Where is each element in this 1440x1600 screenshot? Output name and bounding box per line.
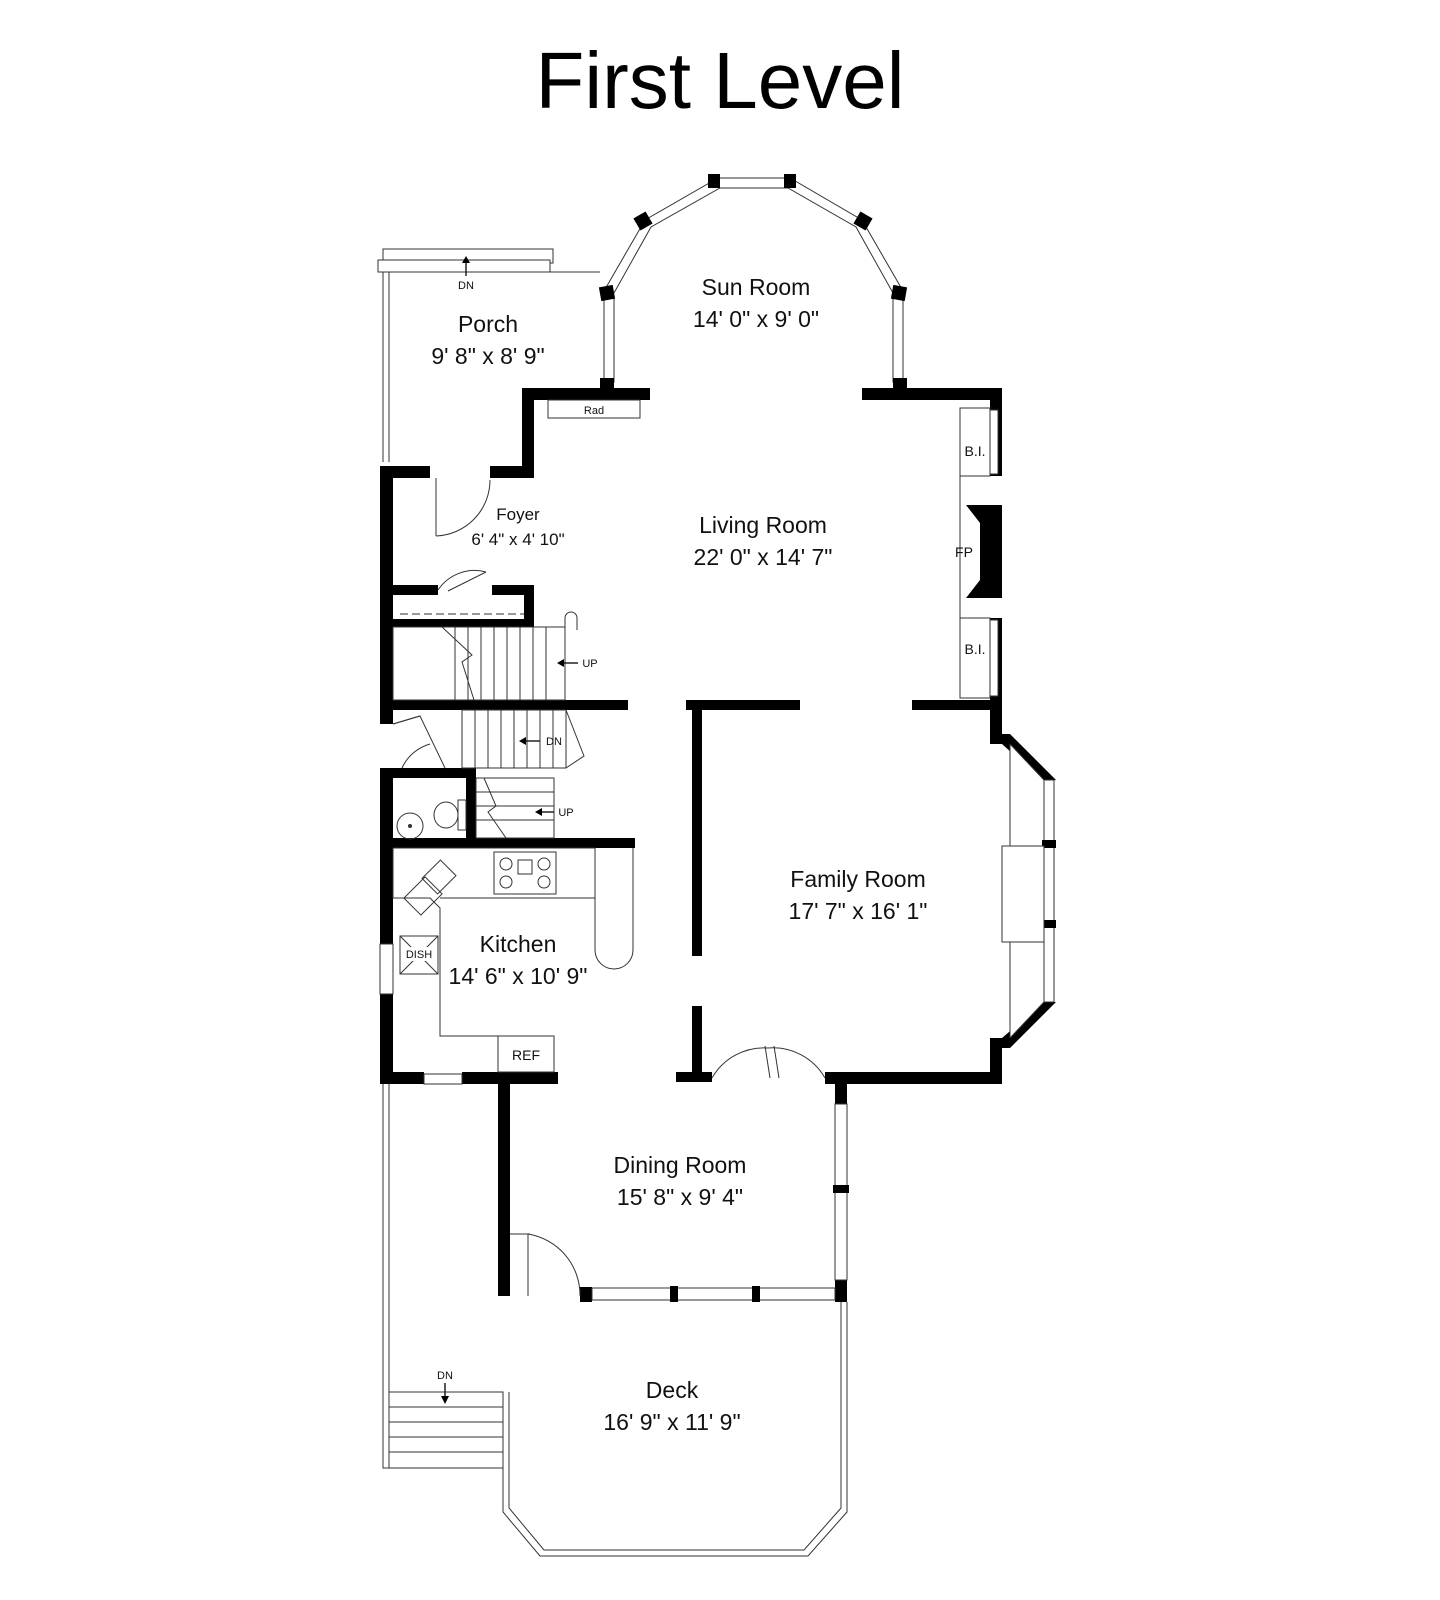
family-room-bay-window bbox=[1001, 743, 1056, 1039]
sink-icon bbox=[396, 812, 424, 840]
kitchen-sink-icon bbox=[403, 859, 457, 916]
living-room-dims: 22' 0" x 14' 7" bbox=[694, 544, 833, 570]
powder-room-fixtures bbox=[396, 799, 467, 840]
stair-up-label-2: UP bbox=[558, 807, 573, 819]
stair-down-arrow bbox=[519, 737, 540, 745]
kitchen-name: Kitchen bbox=[480, 931, 557, 957]
deck-stair-label: DN bbox=[437, 1370, 453, 1382]
dining-room-dims: 15' 8" x 9' 4" bbox=[617, 1184, 743, 1210]
refrigerator-label: REF bbox=[512, 1047, 540, 1063]
foyer-name: Foyer bbox=[496, 505, 540, 524]
plan-title: First Level bbox=[536, 36, 905, 125]
deck-down-arrow bbox=[441, 1383, 449, 1404]
deck-dims: 16' 9" x 11' 9" bbox=[603, 1409, 740, 1435]
toilet-icon bbox=[433, 801, 459, 829]
stairs: UP DN UP bbox=[392, 611, 598, 839]
family-room-name: Family Room bbox=[790, 866, 925, 892]
builtin-label-top: B.I. bbox=[964, 443, 985, 459]
kitchen-dims: 14' 6" x 10' 9" bbox=[449, 963, 588, 989]
refrigerator: REF bbox=[497, 1035, 555, 1073]
kitchen-fixtures: DISH REF bbox=[392, 847, 634, 1073]
porch-area: DN bbox=[377, 248, 600, 462]
builtin-label-bottom: B.I. bbox=[964, 641, 985, 657]
deck-area: DN bbox=[382, 1084, 848, 1557]
radiator: Rad bbox=[547, 399, 641, 419]
dining-room-name: Dining Room bbox=[614, 1152, 747, 1178]
doors bbox=[392, 478, 826, 1297]
stair-up-label-1: UP bbox=[582, 658, 597, 670]
deck-name: Deck bbox=[646, 1377, 699, 1403]
fireplace: FP bbox=[955, 505, 1002, 598]
room-labels: Sun Room 14' 0" x 9' 0" Porch 9' 8" x 8'… bbox=[431, 274, 927, 1435]
porch-stair-label: DN bbox=[458, 280, 474, 292]
cooktop-icon bbox=[493, 851, 557, 895]
dishwasher-label: DISH bbox=[406, 949, 432, 961]
dishwasher: DISH bbox=[399, 935, 439, 975]
sun-room-dims: 14' 0" x 9' 0" bbox=[693, 306, 819, 332]
living-room-builtins: B.I. B.I. bbox=[959, 407, 999, 699]
porch-name: Porch bbox=[458, 311, 518, 337]
kitchen-window bbox=[379, 943, 463, 1085]
radiator-label: Rad bbox=[584, 405, 604, 417]
sun-room-bay bbox=[598, 174, 908, 392]
stair-down-label: DN bbox=[546, 736, 562, 748]
deck-stairs bbox=[388, 1391, 504, 1469]
stair-up-arrow-1 bbox=[557, 659, 578, 667]
sun-room-name: Sun Room bbox=[702, 274, 811, 300]
porch-down-arrow bbox=[462, 256, 470, 276]
dining-room-windows bbox=[591, 1103, 849, 1302]
fireplace-label: FP bbox=[955, 544, 973, 560]
family-room-dims: 17' 7" x 16' 1" bbox=[789, 898, 928, 924]
porch-dims: 9' 8" x 8' 9" bbox=[431, 343, 544, 369]
living-room-name: Living Room bbox=[699, 512, 827, 538]
foyer-dims: 6' 4" x 4' 10" bbox=[471, 530, 564, 549]
stair-up-arrow-2 bbox=[535, 808, 554, 816]
